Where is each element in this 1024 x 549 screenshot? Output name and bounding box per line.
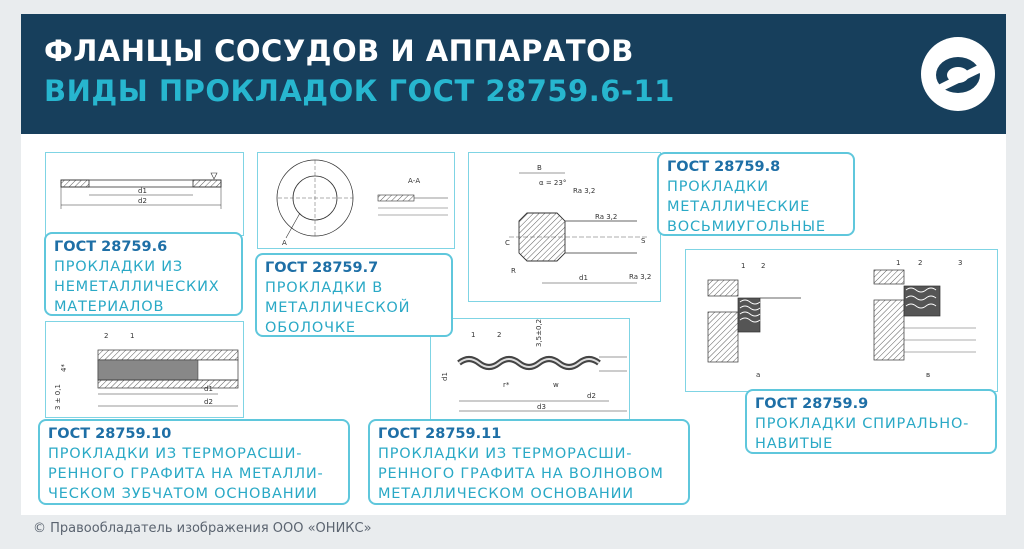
dim-h: d1 <box>441 372 449 381</box>
ra-label-1: Ra 3,2 <box>573 187 595 195</box>
callout-2d: 2 <box>497 331 501 339</box>
dim-r: R <box>511 267 516 275</box>
card-code: ГОСТ 28759.10 <box>48 426 172 442</box>
card-description: ПРОКЛАДКИ ИЗ ТЕРМОРАСШИ- РЕННОГО ГРАФИТА… <box>48 446 324 502</box>
header-banner: ФЛАНЦЫ СОСУДОВ И АППАРАТОВ ВИДЫ ПРОКЛАДО… <box>21 14 1006 134</box>
gasket-drawing-1: d1 d2 <box>60 172 222 209</box>
callout-2c: 2 <box>104 332 108 340</box>
drawing-panel-28759-10: 2 1 4* 3 ± 0,1 d1 d2 <box>45 321 244 418</box>
section-label: А-А <box>408 177 420 185</box>
drawing-panel-28759-6: d1 d2 <box>45 152 244 236</box>
card-gost-28759-10: ГОСТ 28759.10 ПРОКЛАДКИ ИЗ ТЕРМОРАСШИ- Р… <box>38 419 350 505</box>
card-gost-28759-11: ГОСТ 28759.11 ПРОКЛАДКИ ИЗ ТЕРМОРАСШИ- Р… <box>368 419 690 505</box>
copyright-text: © Правообладатель изображения ООО «ОНИКС… <box>33 521 372 536</box>
card-gost-28759-9: ГОСТ 28759.9 ПРОКЛАДКИ СПИРАЛЬНО- НАВИТЫ… <box>745 389 997 454</box>
dim-r-star: r* <box>503 381 510 389</box>
dim-c: C <box>505 239 510 247</box>
ra-label-3: Ra 3,2 <box>629 273 651 281</box>
callout-1b: 1 <box>896 259 900 267</box>
callout-3b: 3 <box>958 259 962 267</box>
card-code: ГОСТ 28759.8 <box>667 159 781 175</box>
page-subtitle: ВИДЫ ПРОКЛАДОК ГОСТ 28759.6-11 <box>44 74 675 108</box>
dim-3: 3 ± 0,1 <box>54 384 62 410</box>
gasket-drawing-3: B α = 23° Ra 3,2 Ra 3,2 Ra 3,2 C R S d1 <box>505 164 651 284</box>
card-description: ПРОКЛАДКИ СПИРАЛЬНО- НАВИТЫЕ <box>755 416 970 452</box>
gasket-drawing-5: 2 1 4* 3 ± 0,1 d1 d2 <box>54 332 239 410</box>
fig-b: в <box>926 371 930 379</box>
drawing-panel-28759-7: А А-А <box>257 152 455 249</box>
card-code: ГОСТ 28759.11 <box>378 426 502 442</box>
card-gost-28759-6: ГОСТ 28759.6 ПРОКЛАДКИ ИЗ НЕМЕТАЛЛИЧЕСКИ… <box>44 232 243 316</box>
gasket-drawing-2: А А-А <box>276 159 448 247</box>
card-description: ПРОКЛАДКИ МЕТАЛЛИЧЕСКИЕ ВОСЬМИУГОЛЬНЫЕ <box>667 179 826 235</box>
dim-d3: d3 <box>537 403 546 411</box>
dim-d2: d2 <box>138 197 147 205</box>
callout-2b: 2 <box>918 259 922 267</box>
callout-1c: 1 <box>130 332 134 340</box>
fig-a: а <box>756 371 760 379</box>
angle-label: α = 23° <box>539 179 566 187</box>
dim-3-5: 3,5±0,2 <box>535 319 543 347</box>
dim-4: 4* <box>60 364 68 372</box>
card-code: ГОСТ 28759.7 <box>265 260 379 276</box>
callout-1d: 1 <box>471 331 475 339</box>
gasket-drawing-6: 1 2 3,5±0,2 r* w d3 d2 d1 <box>441 319 627 412</box>
drawing-panel-28759-9: 1 2 а 1 2 3 в <box>685 249 998 392</box>
dim-d1-b: d1 <box>204 385 213 393</box>
card-description: ПРОКЛАДКИ В МЕТАЛЛИЧЕСКОЙ ОБОЛОЧКЕ <box>265 280 411 336</box>
gasket-drawing-4: 1 2 а 1 2 3 в <box>707 259 976 379</box>
callout-1a: 1 <box>741 262 745 270</box>
dim-d1: d1 <box>138 187 147 195</box>
dim-d1-oct: d1 <box>579 274 588 282</box>
dim-w: w <box>553 381 559 389</box>
ra-label-2: Ra 3,2 <box>595 213 617 221</box>
card-code: ГОСТ 28759.9 <box>755 396 869 412</box>
card-gost-28759-7: ГОСТ 28759.7 ПРОКЛАДКИ В МЕТАЛЛИЧЕСКОЙ О… <box>255 253 453 337</box>
oniks-logo-icon <box>921 37 995 111</box>
card-gost-28759-8: ГОСТ 28759.8 ПРОКЛАДКИ МЕТАЛЛИЧЕСКИЕ ВОС… <box>657 152 855 236</box>
drawing-panel-28759-11: 1 2 3,5±0,2 r* w d3 d2 d1 <box>430 318 630 422</box>
drawing-panel-28759-8: B α = 23° Ra 3,2 Ra 3,2 Ra 3,2 C R S d1 <box>468 152 661 302</box>
dim-s: S <box>641 237 646 245</box>
page-title: ФЛАНЦЫ СОСУДОВ И АППАРАТОВ <box>44 34 634 68</box>
card-description: ПРОКЛАДКИ ИЗ ТЕРМОРАСШИ- РЕННОГО ГРАФИТА… <box>378 446 664 502</box>
card-code: ГОСТ 28759.6 <box>54 239 168 255</box>
dim-b: B <box>537 164 542 172</box>
dim-d2-c: d2 <box>587 392 596 400</box>
dim-d2-b: d2 <box>204 398 213 406</box>
card-description: ПРОКЛАДКИ ИЗ НЕМЕТАЛЛИЧЕСКИХ МАТЕРИАЛОВ <box>54 259 220 315</box>
label-a: А <box>282 239 287 247</box>
callout-2a: 2 <box>761 262 765 270</box>
